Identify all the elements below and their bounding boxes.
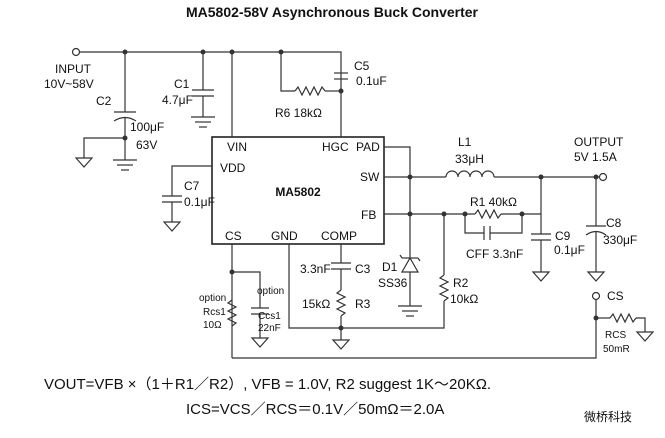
rcs1-value: 10Ω [203, 320, 222, 331]
capacitor-c8 [585, 177, 607, 282]
r1-label: R1 40kΩ [470, 195, 517, 209]
gnd-wire [288, 244, 341, 329]
c1-ref: C1 [174, 77, 190, 91]
resistor-r6 [280, 52, 344, 97]
diode-d1 [384, 146, 422, 317]
c9-value: 0.1μF [554, 243, 585, 257]
capacitor-c9 [531, 177, 551, 282]
capacitor-c2 [74, 52, 137, 171]
input-label: INPUT [55, 62, 92, 76]
c5-ref: C5 [354, 59, 370, 73]
rcs1-option: option [199, 293, 226, 304]
cs-network [226, 244, 599, 359]
c8-ref: C8 [606, 216, 622, 230]
pin-fb: FB [361, 208, 376, 222]
c3-ref: C3 [355, 262, 371, 276]
ic-body [211, 136, 385, 245]
input-terminal [71, 47, 81, 57]
c5-value: 0.1uF [356, 74, 387, 88]
switch-node [384, 170, 608, 182]
pin-cs: CS [225, 229, 242, 243]
r6-label: R6 18kΩ [275, 106, 322, 120]
cff-label: CFF 3.3nF [466, 247, 523, 261]
rcs-sense [591, 291, 655, 342]
ic-name: MA5802 [275, 185, 321, 199]
c7-value: 0.1μF [184, 195, 215, 209]
c9-ref: C9 [555, 229, 571, 243]
rcs1-ref: Rcs1 [203, 307, 226, 318]
output-terminal [598, 172, 608, 182]
output-label: OUTPUT [574, 135, 624, 149]
c7-ref: C7 [184, 179, 200, 193]
watermark: 微桥科技 [584, 410, 632, 424]
c1-value: 4.7μF [162, 93, 193, 107]
rcs-ref: RCS [605, 330, 626, 341]
rcs-value: 50mR [603, 344, 630, 355]
d1-ref: D1 [382, 260, 398, 274]
pin-gnd: GND [271, 229, 298, 243]
pin-vdd: VDD [220, 161, 246, 175]
c3-value: 3.3nF [300, 262, 331, 276]
comp-network [331, 244, 351, 350]
r3-value: 15kΩ [302, 297, 330, 311]
diagram-title: MA5802-58V Asynchronous Buck Converter [186, 4, 479, 20]
d1-value: SS36 [378, 276, 408, 290]
cs-node-label: CS [607, 289, 624, 303]
pin-hgc: HGC [322, 140, 349, 154]
equation-vout: VOUT=VFB ×（1＋R1／R2）, VFB = 1.0V, R2 sugg… [44, 376, 491, 393]
c2-ref: C2 [96, 94, 112, 108]
pin-sw: SW [360, 170, 380, 184]
r2-ref: R2 [453, 276, 469, 290]
capacitor-c1 [191, 52, 215, 128]
c2-voltage: 63V [136, 138, 157, 152]
equation-ics: ICS=VCS／RCS＝0.1V／50mΩ＝2.0A [186, 401, 444, 418]
l1-value: 33μH [455, 152, 484, 166]
feedback-network [341, 208, 541, 329]
ccs1-value: 22nF [258, 323, 281, 334]
input-range: 10V~58V [44, 77, 94, 91]
pin-pad: PAD [356, 140, 380, 154]
output-value: 5V 1.5A [574, 150, 617, 164]
pin-comp: COMP [321, 229, 357, 243]
c8-value: 330μF [603, 233, 637, 247]
capacitor-c7 [162, 165, 212, 232]
r3-ref: R3 [355, 297, 371, 311]
cs-terminal [591, 291, 601, 301]
c2-value: 100μF [130, 120, 164, 134]
pin-vin: VIN [227, 140, 247, 154]
ccs1-ref: Ccs1 [258, 311, 281, 322]
ccs1-option: option [257, 286, 284, 297]
capacitor-c5 [334, 72, 348, 80]
l1-ref: L1 [458, 135, 472, 149]
r2-value: 10kΩ [450, 292, 478, 306]
